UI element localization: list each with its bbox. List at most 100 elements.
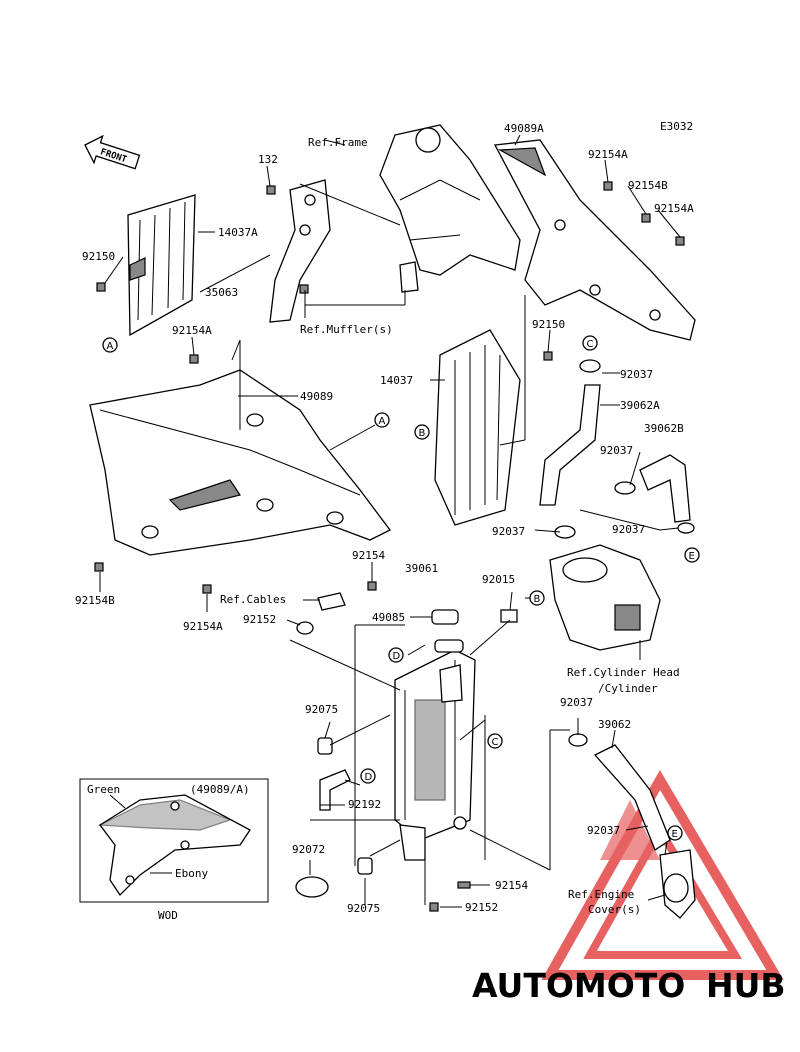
label-92154A: 92154A	[183, 620, 223, 633]
clamp-92037	[579, 359, 601, 373]
part-cylinder-head	[549, 544, 661, 651]
label-92192: 92192	[348, 798, 381, 811]
callout-e: E	[667, 825, 683, 841]
label-35063: 35063	[205, 286, 238, 299]
label-ref-muffler: Ref.Muffler(s)	[300, 323, 393, 336]
inset-ebony-label: Ebony	[175, 867, 208, 880]
label-92037: 92037	[612, 523, 645, 536]
label-132: 132	[258, 153, 278, 166]
part-39062-hose	[593, 744, 671, 851]
label-92150: 92150	[82, 250, 115, 263]
label-92075: 92075	[305, 703, 338, 716]
label-ref-cover: Cover(s)	[588, 903, 641, 916]
label-92154A: 92154A	[654, 202, 694, 215]
label-39062B: 39062B	[644, 422, 684, 435]
part-frame	[379, 124, 521, 276]
clamp-92037	[614, 481, 636, 495]
label-49089: 49089	[300, 390, 333, 403]
front-arrow-icon: FRONT	[84, 134, 141, 170]
inset-green-label: Green	[87, 783, 120, 796]
label-ref-engine: Ref.Engine	[568, 888, 634, 901]
watermark-logo	[541, 769, 784, 980]
callout-c-label: C	[587, 339, 594, 350]
part-labels: 132 14037A 92150 35063 Ref.Frame Ref.Muf…	[75, 122, 694, 916]
label-14037A: 14037A	[218, 226, 258, 239]
label-92154A: 92154A	[588, 148, 628, 161]
part-engine-cover	[659, 849, 696, 919]
callout-d-label: D	[365, 772, 373, 783]
label-92154: 92154	[352, 549, 385, 562]
part-92192-tube	[319, 769, 351, 811]
label-92037: 92037	[587, 824, 620, 837]
label-92015: 92015	[482, 573, 515, 586]
label-39062: 39062	[598, 718, 631, 731]
part-35063-bracket	[269, 179, 419, 323]
inset-code-label: (49089/A)	[190, 783, 250, 796]
label-14037: 14037	[380, 374, 413, 387]
label-49085: 49085	[372, 611, 405, 624]
callout-markers: A A B B C C D D E E	[102, 335, 700, 841]
bolt-icons	[94, 181, 685, 912]
callout-b: B	[414, 424, 430, 440]
clamp-92037	[568, 733, 588, 747]
callout-a: A	[374, 412, 390, 428]
label-92154A: 92154A	[172, 324, 212, 337]
callout-c: C	[487, 733, 503, 749]
label-92150: 92150	[532, 318, 565, 331]
label-ref-cables: Ref.Cables	[220, 593, 286, 606]
label-92154B: 92154B	[75, 594, 115, 607]
part-14037-louvre	[434, 329, 521, 526]
callout-d-label: D	[393, 651, 401, 662]
watermark-part1: AUTOMOTO	[472, 966, 685, 1005]
callout-c-label: C	[492, 737, 499, 748]
part-49089-shroud	[89, 369, 391, 556]
inset-variant-label: WOD	[158, 909, 178, 922]
callout-d: D	[388, 647, 404, 663]
label-92037: 92037	[620, 368, 653, 381]
callout-a-label: A	[107, 341, 114, 352]
inset-wod-shroud: Green (49089/A) Ebony WOD	[79, 778, 269, 922]
label-92037: 92037	[492, 525, 525, 538]
label-ref-cylinder-head: Ref.Cylinder Head	[567, 666, 680, 679]
watermark-text: AUTOMOTO HUB	[472, 966, 786, 1005]
diagram-code: E3032	[660, 120, 693, 133]
part-cable-clamp	[317, 592, 346, 611]
part-39062A-hose	[539, 384, 601, 506]
clamp-92037	[677, 522, 695, 534]
label-ref-cylinder: /Cylinder	[598, 682, 658, 695]
label-92072: 92072	[292, 843, 325, 856]
callout-a: A	[102, 337, 118, 353]
part-92152-grommet	[296, 621, 314, 635]
part-14037A-louvre	[127, 194, 196, 337]
part-39062B-hose	[639, 454, 691, 523]
leader-lines	[99, 134, 681, 908]
callout-b-label: B	[534, 594, 541, 605]
callout-a-label: A	[379, 416, 386, 427]
callout-c: C	[582, 335, 598, 351]
callout-b: B	[529, 590, 545, 606]
callout-e: E	[684, 547, 700, 563]
label-92154B: 92154B	[628, 179, 668, 192]
part-39061-radiator	[394, 639, 476, 861]
callout-b-label: B	[419, 428, 426, 439]
part-49089A-shroud	[493, 139, 696, 341]
label-92037: 92037	[560, 696, 593, 709]
callout-e-label: E	[672, 829, 678, 840]
label-92152: 92152	[465, 901, 498, 914]
callout-e-label: E	[689, 551, 695, 562]
label-92075: 92075	[347, 902, 380, 915]
label-92037: 92037	[600, 444, 633, 457]
callout-d: D	[360, 768, 376, 784]
label-ref-frame: Ref.Frame	[308, 136, 368, 149]
part-92075-grommet	[317, 737, 333, 755]
label-92152: 92152	[243, 613, 276, 626]
part-92015-clip	[500, 609, 518, 623]
label-92154: 92154	[495, 879, 528, 892]
label-39061: 39061	[405, 562, 438, 575]
label-49089A: 49089A	[504, 122, 544, 135]
watermark-part2: HUB	[706, 966, 786, 1005]
part-49085-cap	[431, 609, 459, 625]
label-39062A: 39062A	[620, 399, 660, 412]
